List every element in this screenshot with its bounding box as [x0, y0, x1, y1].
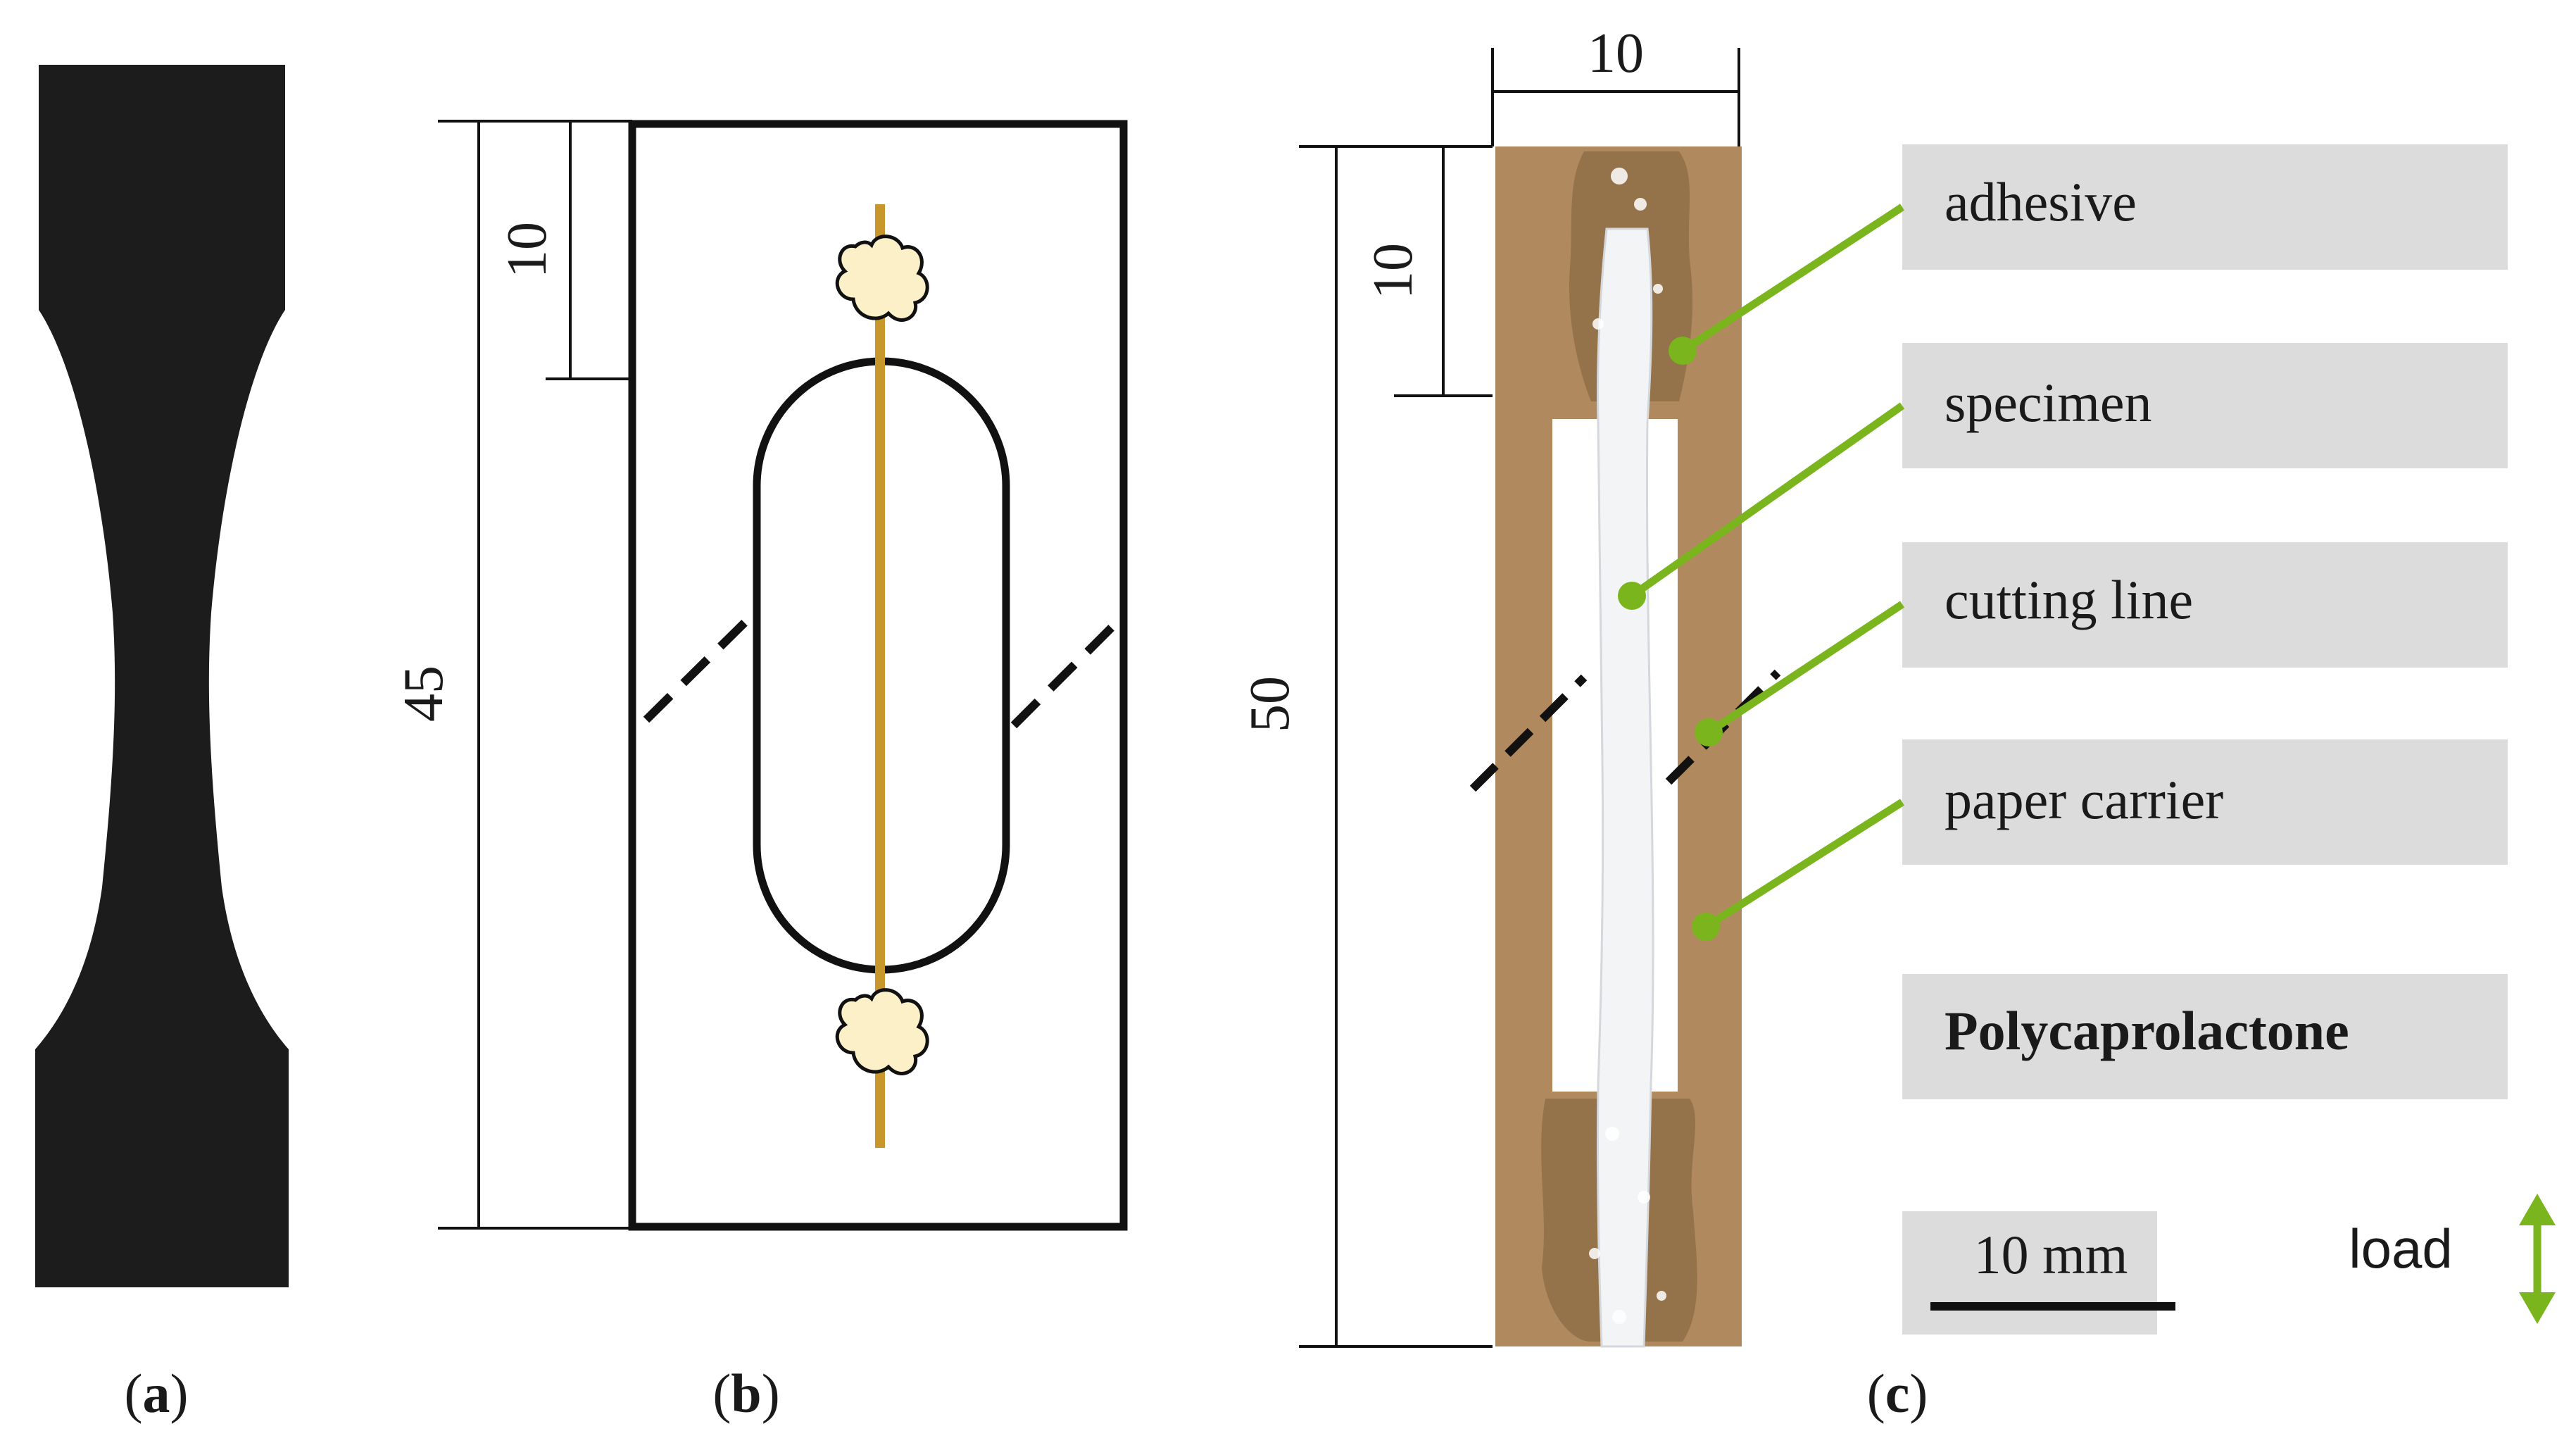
dim-label-c-width: 10: [1588, 23, 1644, 85]
caption-b: (b): [712, 1363, 779, 1424]
dim-label-c-top: 10: [1362, 243, 1424, 299]
legend: adhesive specimen cutting line paper car…: [1618, 144, 2556, 1335]
scale-bar-label: 10 mm: [1974, 1224, 2128, 1285]
carrier-frame: [628, 120, 1128, 1231]
label-paper-carrier: paper carrier: [1944, 769, 2223, 830]
dogbone-specimen: [35, 65, 289, 1287]
label-box-paper-carrier: [1902, 739, 2508, 865]
scale-bar-box: [1902, 1211, 2157, 1335]
label-adhesive: adhesive: [1944, 171, 2137, 232]
label-box-adhesive: [1902, 144, 2508, 270]
dimension-lines-c: [1299, 48, 1740, 1348]
panel-c: 10 10 50 (c): [1239, 23, 1928, 1424]
label-box-specimen: [1902, 343, 2508, 468]
dim-label-b-total: 45: [393, 665, 455, 722]
cutting-lines-b: [643, 611, 1123, 729]
label-material: Polycaprolactone: [1944, 1000, 2349, 1061]
label-box-cutting-line: [1902, 542, 2508, 668]
dim-label-c-total: 50: [1239, 676, 1301, 732]
adhesive-speckles: [1589, 168, 1666, 1324]
carrier-window: [753, 357, 1010, 974]
adhesive-blob-top: [835, 235, 929, 322]
caption-a: (a): [125, 1363, 189, 1424]
load-arrow-icon: [2519, 1194, 2556, 1324]
label-cutting-line: cutting line: [1944, 569, 2193, 630]
panel-a: (a): [35, 65, 289, 1424]
panel-b: 10 45 (b): [393, 120, 1128, 1424]
label-specimen: specimen: [1944, 372, 2152, 433]
specimen-strip: [1596, 227, 1654, 1348]
dim-label-b-top: 10: [496, 222, 558, 278]
label-box-material: [1902, 974, 2508, 1099]
adhesive-blob-bottom: [835, 988, 929, 1075]
leader-lines: [1618, 204, 1905, 941]
load-label: load: [2349, 1218, 2452, 1280]
caption-c: (c): [1867, 1363, 1928, 1424]
dimension-lines-b: [438, 120, 632, 1230]
